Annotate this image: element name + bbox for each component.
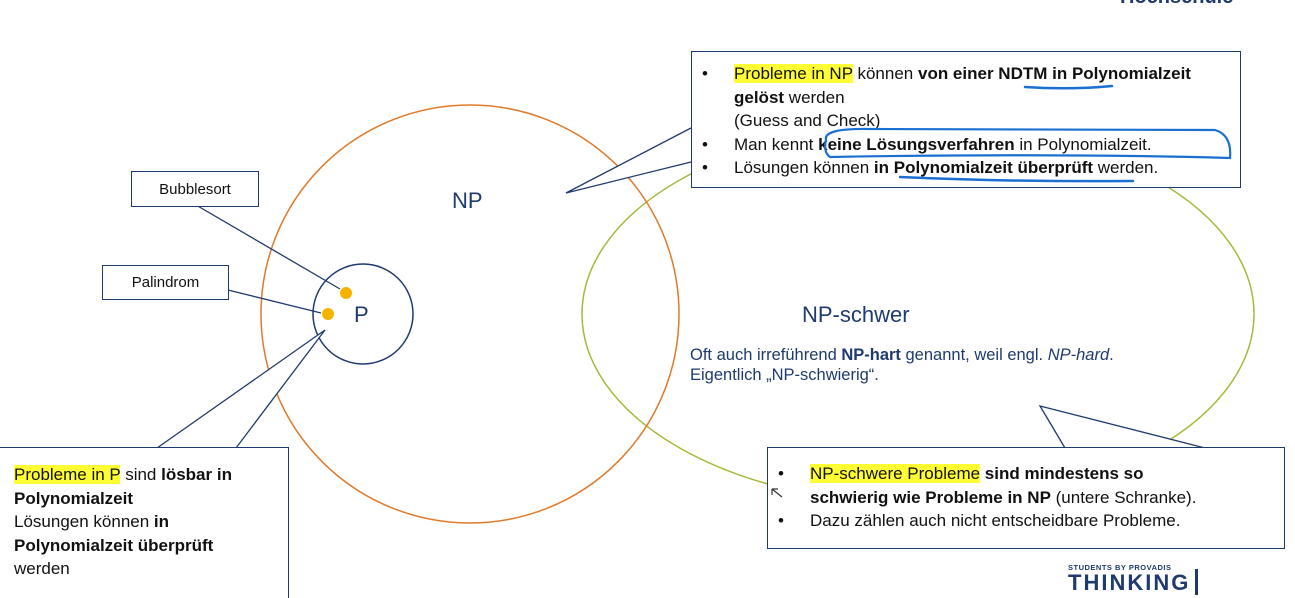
p-circle	[312, 263, 414, 365]
bold-text: schwierig wie Probleme in NP	[810, 487, 1051, 507]
highlight: Probleme in P	[14, 465, 121, 484]
bold-text: von einer NDTM in Polynomialzeit gelöst	[734, 64, 1191, 107]
np-hard-callout: NP-schwere Probleme sind mindestens so sc…	[767, 447, 1285, 549]
bold-text: lösbar in	[161, 465, 232, 484]
palindrom-dot	[322, 308, 334, 320]
np-hard-description: Oft auch irreführend NP-hart genannt, we…	[690, 345, 1114, 385]
bubblesort-label-box: Bubblesort	[131, 171, 259, 207]
np-callout-item: Lösungen können in Polynomialzeit überpr…	[692, 156, 1240, 180]
bold-text: in	[153, 512, 170, 531]
np-hard-callout-pointer	[1038, 404, 1206, 449]
np-hard-callout-item: NP-schwere Probleme sind mindestens so sc…	[768, 462, 1284, 509]
text: sind	[120, 465, 162, 484]
p-callout: Probleme in P sind lösbar in Polynomialz…	[0, 447, 289, 598]
np-callout-item: Probleme in NP können von einer NDTM in …	[692, 62, 1240, 133]
bold-text: keine Lösungsverfahren	[818, 134, 1015, 154]
p-callout-pointer	[156, 329, 326, 449]
text: Dazu zählen auch nicht entscheidbare Pro…	[810, 511, 1181, 530]
highlight: NP-schwere Probleme	[810, 464, 981, 483]
np-label: NP	[452, 188, 483, 213]
bubblesort-label: Bubblesort	[159, 180, 231, 198]
desc-text: genannt, weil engl.	[900, 346, 1048, 364]
text: in Polynomialzeit.	[1014, 134, 1152, 154]
text: (untere Schranke).	[1050, 487, 1197, 507]
np-callout-item: Man kennt keine Lösungsverfahren in Poly…	[692, 133, 1240, 157]
desc-italic: NP-hard	[1047, 346, 1110, 364]
highlight: Probleme in NP	[734, 64, 853, 83]
bold-text: Polynomialzeit überprüft	[14, 535, 214, 555]
text: werden	[784, 87, 845, 107]
bold-text: sind mindestens so	[980, 464, 1144, 483]
p-label: P	[354, 302, 369, 327]
desc-bold: NP-hart	[841, 346, 901, 364]
p-callout-text: Probleme in P sind lösbar in Polynomialz…	[14, 463, 232, 581]
bubblesort-dot	[340, 287, 352, 299]
text: (Guess and Check)	[734, 111, 881, 130]
provadis-logo: STUDENTS BY PROVADIS THINKING	[1068, 563, 1198, 596]
text: können	[852, 64, 918, 83]
text: werden.	[1093, 158, 1159, 177]
text: werden	[14, 559, 70, 578]
np-callout: Probleme in NP können von einer NDTM in …	[691, 51, 1241, 188]
desc-line2: Eigentlich „NP-schwierig“.	[690, 366, 879, 384]
palindrom-connector	[227, 289, 322, 314]
desc-text: Oft auch irreführend	[690, 346, 842, 364]
header-fragment: Hochschule	[1120, 0, 1233, 9]
np-callout-pointer	[565, 127, 692, 194]
bold-text: in Polynomialzeit überprüft	[873, 158, 1094, 177]
logo-bar	[1195, 569, 1198, 595]
palindrom-label-box: Palindrom	[102, 265, 229, 300]
palindrom-label: Palindrom	[131, 274, 200, 291]
np-hard-callout-item: Dazu zählen auch nicht entscheidbare Pro…	[768, 509, 1284, 533]
np-circle	[260, 104, 680, 524]
bubblesort-connector	[195, 204, 341, 290]
np-hard-label: NP-schwer	[802, 302, 910, 327]
text: Lösungen können	[734, 158, 874, 177]
text: Man kennt	[734, 134, 819, 154]
text: Lösungen können	[14, 512, 154, 531]
bold-text: Polynomialzeit	[14, 488, 134, 508]
logo-small-text: STUDENTS BY PROVADIS	[1068, 563, 1172, 572]
logo-big-text: THINKING	[1068, 570, 1191, 595]
desc-text: .	[1109, 346, 1114, 364]
